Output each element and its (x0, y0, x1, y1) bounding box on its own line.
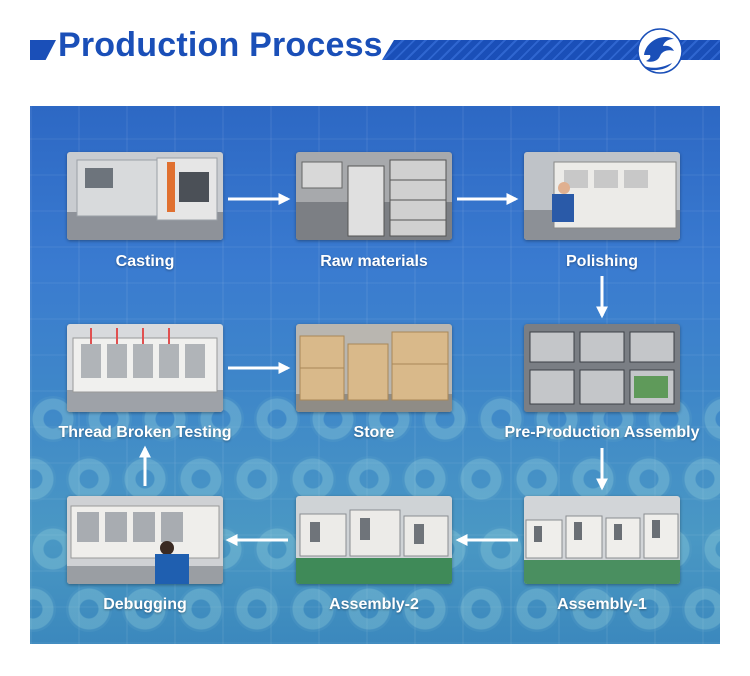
step-label-polishing: Polishing (566, 253, 638, 270)
header-left-bar (30, 40, 56, 60)
page-title: Production Process (58, 26, 383, 64)
step-label-raw-materials: Raw materials (320, 253, 428, 270)
step-label-casting: Casting (115, 253, 175, 270)
step-label-assembly-1: Assembly-1 (557, 596, 647, 613)
step-label-assembly-2: Assembly-2 (329, 596, 419, 613)
store-photo (296, 324, 452, 412)
header-right-bar (382, 40, 720, 60)
assembly-2-photo (296, 496, 452, 584)
raw-materials-photo (296, 152, 452, 240)
casting-photo (67, 152, 223, 240)
step-label-thread-broken-testing: Thread Broken Testing (58, 424, 232, 441)
pre-production-assembly-photo (524, 324, 680, 412)
polishing-photo (524, 152, 680, 240)
step-label-debugging: Debugging (103, 596, 187, 613)
step-label-pre-production-assembly: Pre-Production Assembly (504, 424, 700, 441)
debugging-photo (67, 496, 223, 584)
header: Production Process (0, 0, 750, 100)
step-label-store: Store (353, 424, 395, 441)
background-spools-row-2 (30, 456, 720, 502)
process-panel: Casting Raw materials Polishing Pre-Prod… (30, 106, 720, 644)
dolphin-logo-icon (637, 28, 683, 74)
flow-arrows (139, 193, 608, 546)
background-spools-row-4 (30, 586, 720, 632)
thread-broken-testing-photo (67, 324, 223, 412)
assembly-1-photo (524, 496, 680, 584)
